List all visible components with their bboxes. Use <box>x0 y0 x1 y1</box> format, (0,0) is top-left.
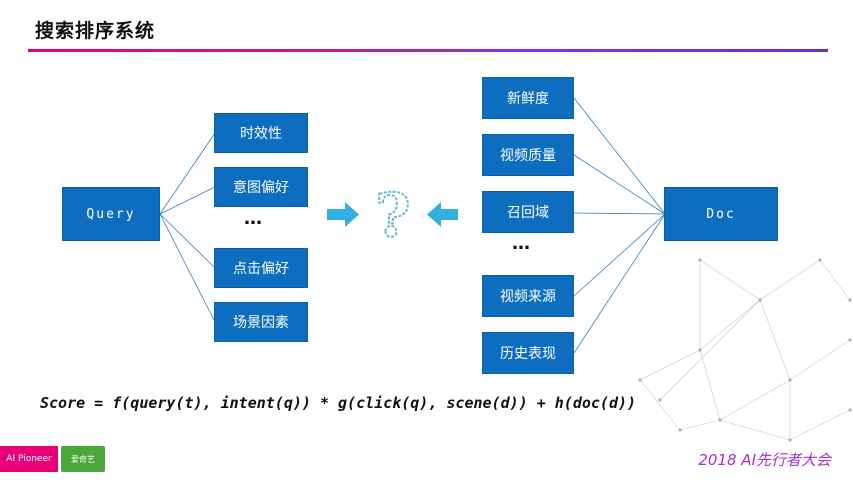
connector-query-2 <box>159 213 216 269</box>
query-factor-click: 点击偏好 <box>214 248 308 288</box>
doc-factor-quality: 视频质量 <box>482 134 574 176</box>
title-divider <box>28 49 828 52</box>
query-node: Query <box>62 187 160 241</box>
doc-factor-history: 历史表现 <box>482 332 574 374</box>
query-factor-intent: 意图偏好 <box>214 167 308 207</box>
iqiyi-logo: 爱奇艺 <box>61 446 105 472</box>
doc-factor-recall: 召回域 <box>482 191 574 233</box>
connector-query-0 <box>159 132 216 215</box>
query-factor-timeliness: 时效性 <box>214 113 308 153</box>
conference-footer: 2018 AI先行者大会 <box>698 451 831 469</box>
connector-query-3 <box>159 213 216 323</box>
doc-ellipsis: … <box>512 233 531 254</box>
query-ellipsis: … <box>244 208 263 229</box>
ai-pioneer-logo: AI Pioneer <box>0 446 58 472</box>
connector-doc-4 <box>573 213 666 354</box>
ranking-formula: Score = f(query(t), intent(q)) * g(click… <box>40 394 637 412</box>
query-factor-scene: 场景因素 <box>214 302 308 342</box>
connector-query-1 <box>159 186 216 215</box>
doc-factor-freshness: 新鲜度 <box>482 77 574 119</box>
connector-doc-3 <box>573 213 666 297</box>
connector-doc-0 <box>573 97 666 215</box>
question-mark: ? <box>375 181 410 251</box>
doc-factor-source: 视频来源 <box>482 275 574 317</box>
arrow-right-icon <box>327 202 359 227</box>
arrow-left-icon <box>427 202 458 227</box>
page-title: 搜索排序系统 <box>35 20 156 42</box>
doc-node: Doc <box>664 187 778 241</box>
connector-doc-2 <box>573 212 666 215</box>
connector-doc-1 <box>573 154 666 215</box>
